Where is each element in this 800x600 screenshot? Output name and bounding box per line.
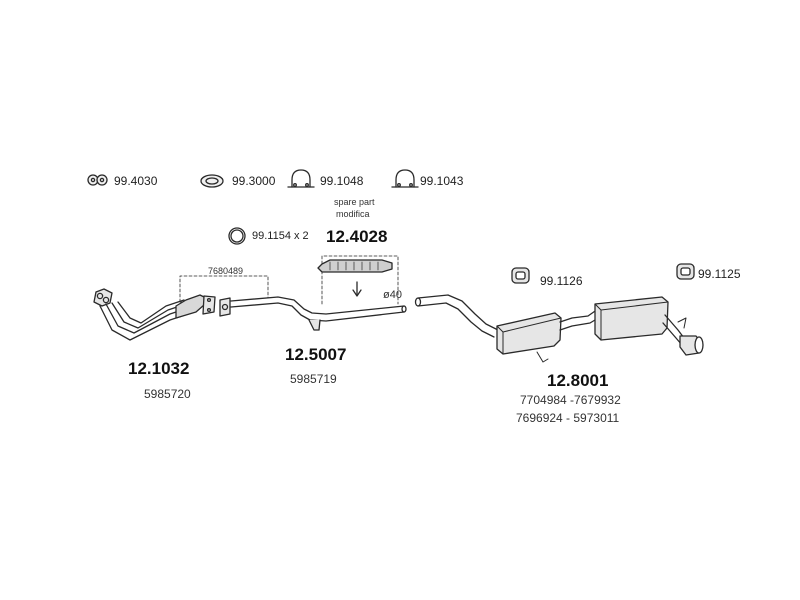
accessory-code-label: 99.1126 [540, 274, 583, 288]
oem-number: 7704984 -7679932 [520, 393, 621, 407]
part-code-12-8001: 12.8001 [547, 371, 609, 390]
u-clamp-icon [391, 169, 419, 188]
oem-number: 7696924 - 5973011 [516, 411, 620, 425]
u-clamp-icon [287, 169, 315, 188]
ring-gasket-icon [228, 227, 246, 245]
rubber-hanger-icon [676, 263, 695, 280]
part-code-12-1032: 12.1032 [128, 359, 190, 378]
accessory-code-label: 99.1154 x 2 [252, 230, 309, 242]
rear-silencer-part [414, 294, 704, 363]
flex-pipe-part [317, 259, 393, 273]
flange-gasket [219, 297, 231, 317]
gasket-ring-icon [200, 174, 224, 188]
rubber-mount-icon [87, 174, 108, 186]
front-downpipe-part [93, 288, 216, 341]
spare-part-note: modifica [336, 209, 370, 219]
down-arrow-icon [352, 281, 362, 297]
part-code-12-5007: 12.5007 [285, 345, 347, 364]
spare-part-note: spare part [334, 197, 375, 207]
part-code-12-4028: 12.4028 [326, 227, 388, 246]
oem-number: 5985719 [290, 372, 337, 386]
rubber-hanger-icon [511, 267, 530, 284]
accessory-code-label: 99.4030 [114, 174, 158, 188]
spare-part-bracket [321, 255, 399, 305]
accessory-code-label: 99.3000 [232, 174, 276, 188]
accessory-code-label: 99.1048 [320, 174, 364, 188]
accessory-code-label: 99.1043 [420, 174, 464, 188]
front-pipe-part [230, 296, 407, 331]
oem-number: 5985720 [144, 387, 191, 401]
diameter-label: ø40 [383, 289, 402, 301]
accessory-code-label: 99.1125 [698, 267, 741, 281]
reference-code-7680489: 7680489 [208, 266, 244, 276]
